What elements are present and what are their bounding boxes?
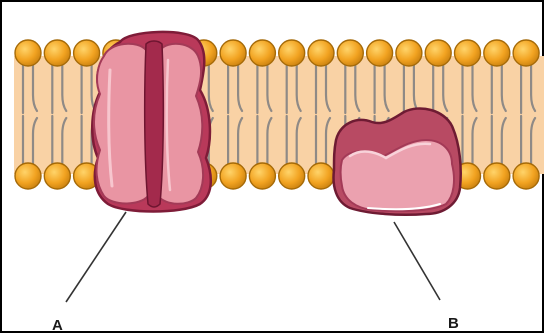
lipid-head	[249, 40, 275, 66]
lipid-head	[396, 40, 422, 66]
lipid-head	[44, 163, 70, 189]
lipid-head	[279, 163, 305, 189]
lipid-head	[513, 40, 539, 66]
label-a: A	[52, 317, 63, 333]
lipid-head	[279, 40, 305, 66]
label-b: B	[448, 315, 459, 332]
lipid-head	[484, 40, 510, 66]
lipid-head	[44, 40, 70, 66]
lipid-head	[367, 40, 393, 66]
lipid-head	[425, 40, 451, 66]
lipid-head	[455, 40, 481, 66]
lipid-head	[249, 163, 275, 189]
lipid-head	[513, 163, 539, 189]
lipid-head	[74, 40, 100, 66]
transmembrane-protein-a	[92, 32, 211, 212]
lipid-head	[15, 163, 41, 189]
lipid-head	[484, 163, 510, 189]
lipid-head	[220, 163, 246, 189]
peripheral-protein-b	[334, 108, 461, 214]
lipid-head	[308, 40, 334, 66]
lipid-head	[220, 40, 246, 66]
lipid-head	[15, 40, 41, 66]
lipid-head	[308, 163, 334, 189]
lipid-head	[337, 40, 363, 66]
